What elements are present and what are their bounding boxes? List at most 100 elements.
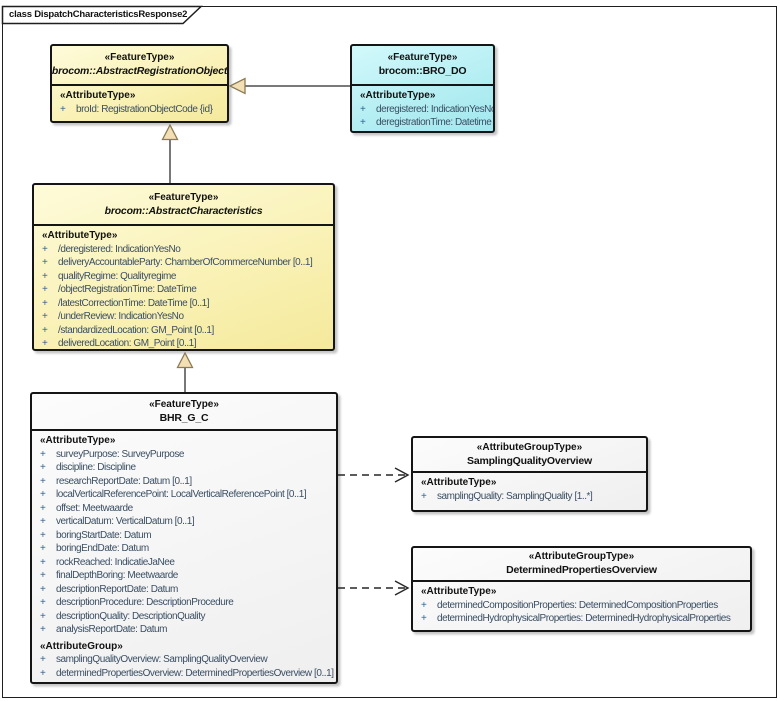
visibility-marker: + <box>40 516 46 527</box>
section-stereotype-label: «AttributeType» <box>42 230 118 241</box>
attribute-row: +descriptionProcedure: DescriptionProced… <box>38 596 332 610</box>
attribute-text: deliveredLocation: GM_Point [0..1] <box>58 338 197 349</box>
attribute-text: surveyPurpose: SurveyPurpose <box>56 448 185 460</box>
class-attributes: «AttributeType» + /deregistered: Indicatio… <box>34 226 333 349</box>
attribute-row: + researchReportDate: Datum [0..1] <box>38 475 332 489</box>
visibility-marker: + <box>42 338 48 349</box>
class-header: «FeatureType» brocom::BRO_DO <box>352 46 493 86</box>
class-bro-do[interactable]: «FeatureType» brocom::BRO_DO «AttributeT… <box>350 44 495 133</box>
visibility-marker: + <box>40 610 46 622</box>
attribute-row: + offset: Meetwaarde <box>38 502 332 516</box>
attribute-text: descriptionReportDate: Datum <box>56 583 178 595</box>
class-attributes: «AttributeType» + deregistered: Indication… <box>352 86 493 131</box>
visibility-marker: + <box>421 490 427 502</box>
visibility-marker: + <box>421 613 427 624</box>
attribute-text: verticalDatum: VerticalDatum [0..1] <box>56 516 195 527</box>
attribute-row: + boringEndDate: Datum <box>38 542 332 556</box>
section-stereotype-label: «AttributeType» <box>60 90 136 101</box>
attribute-text: finalDepthBoring: Meetwaarde <box>56 570 178 581</box>
attribute-row: + boringStartDate: Datum <box>38 529 332 543</box>
dependency-arrow-bhr-to-sqo <box>338 467 410 483</box>
section-stereotype-label: «AttributeType» <box>421 477 497 488</box>
visibility-marker: + <box>42 311 48 322</box>
attribute-text: researchReportDate: Datum [0..1] <box>56 475 192 487</box>
class-attributes: «AttributeType» + surveyPurpose: SurveyPur… <box>32 431 336 682</box>
generalization-arrow-brodo-to-aro <box>228 77 350 95</box>
attribute-row: + samplingQualityOverview: SamplingQualit… <box>38 653 332 667</box>
class-name: SamplingQualityOverview <box>467 454 592 467</box>
visibility-marker: + <box>40 475 46 487</box>
class-name: BHR_G_C <box>159 411 209 424</box>
visibility-marker: + <box>40 543 46 554</box>
attribute-row: +analysisReportDate: Datum <box>38 623 332 637</box>
visibility-marker: + <box>40 583 46 595</box>
stereotype-label: «FeatureType» <box>149 398 219 410</box>
class-header: «AttributeGroupType» SamplingQualityOver… <box>413 438 646 473</box>
class-determined-properties-overview[interactable]: «AttributeGroupType» DeterminedPropertie… <box>411 546 752 632</box>
attribute-text: descriptionQuality: DescriptionQuality <box>56 610 206 622</box>
visibility-marker: + <box>40 502 46 514</box>
class-name: brocom::BRO_DO <box>378 65 467 77</box>
visibility-marker: + <box>40 529 46 541</box>
attribute-row: + descriptionReportDate: Datum <box>38 583 332 597</box>
attribute-row: +localVerticalReferencePoint: LocalVerti… <box>38 488 332 502</box>
attribute-text: analysisReportDate: Datum <box>56 624 168 635</box>
attribute-row: +broId: RegistrationObjectCode {id} <box>58 103 223 117</box>
attribute-row: + /standardizedLocation: GM_Point [0..1] <box>40 324 329 338</box>
attribute-row: +samplingQuality: SamplingQuality [1..*] <box>419 490 642 504</box>
attribute-text: descriptionProcedure: DescriptionProcedu… <box>56 597 234 608</box>
visibility-marker: + <box>42 324 48 336</box>
attribute-text: offset: Meetwaarde <box>56 502 133 514</box>
stereotype-label: «FeatureType» <box>148 191 219 203</box>
attribute-text: rockReached: IndicatieJaNee <box>56 556 175 568</box>
class-attributes: «AttributeType»+determinedCompositionPro… <box>413 582 750 630</box>
visibility-marker: + <box>40 448 46 460</box>
attribute-row: +/underReview: IndicationYesNo <box>40 310 329 324</box>
attribute-row: +determinedHydrophysicalProperties: Dete… <box>419 612 746 626</box>
attribute-row: + deregistered: IndicationYesNo <box>358 103 493 117</box>
class-abstract-characteristics[interactable]: «FeatureType» brocom::AbstractCharacteri… <box>32 183 335 351</box>
visibility-marker: + <box>42 257 48 268</box>
section-stereotype-label: «AttributeType» <box>40 435 116 446</box>
visibility-marker: + <box>40 654 46 665</box>
attribute-text: /deregistered: IndicationYesNo <box>58 243 181 255</box>
attribute-text: boringStartDate: Datum <box>56 529 152 541</box>
diagram-title: class DispatchCharacteristicsResponse2 <box>9 9 188 20</box>
section-stereotype-label: «AttributeType» <box>360 90 436 101</box>
stereotype-label: «AttributeGroupType» <box>528 551 635 562</box>
attribute-text: localVerticalReferencePoint: LocalVertic… <box>56 489 307 500</box>
class-attributes: «AttributeType» +samplingQuality: Samplin… <box>413 473 646 510</box>
attribute-row: + rockReached: IndicatieJaNee <box>38 556 332 570</box>
attribute-text: /objectRegistrationTime: DateTime <box>58 284 197 295</box>
attribute-text: deliveryAccountableParty: ChamberOfComme… <box>58 257 313 268</box>
attribute-text: qualityRegime: Qualityregime <box>58 270 177 282</box>
visibility-marker: + <box>40 462 46 473</box>
attribute-text: /standardizedLocation: GM_Point [0..1] <box>58 324 214 336</box>
attribute-text: samplingQualityOverview: SamplingQuality… <box>56 654 268 665</box>
stereotype-label: «FeatureType» <box>387 52 458 63</box>
class-sampling-quality-overview[interactable]: «AttributeGroupType» SamplingQualityOver… <box>411 436 648 512</box>
attribute-row: +qualityRegime: Qualityregime <box>40 270 329 284</box>
attribute-row: + deregistrationTime: Datetime <box>358 116 492 130</box>
class-abstract-registration-object[interactable]: «FeatureType» brocom::AbstractRegistrati… <box>50 44 229 123</box>
class-bhr-g-c[interactable]: «FeatureType» BHR_G_C «AttributeType» + su… <box>30 392 338 684</box>
attribute-row: +determinedCompositionProperties: Determ… <box>419 599 746 613</box>
class-name: brocom::AbstractCharacteristics <box>104 204 263 217</box>
attribute-text: deregistrationTime: Datetime <box>376 117 492 128</box>
class-name: brocom::AbstractRegistrationObject <box>51 65 228 77</box>
attribute-row: + verticalDatum: VerticalDatum [0..1] <box>38 515 332 529</box>
visibility-marker: + <box>360 117 366 128</box>
visibility-marker: + <box>40 556 46 568</box>
class-attributes: «AttributeType» +broId: RegistrationObjec… <box>52 86 227 121</box>
generalization-arrow-bhr-to-ac <box>176 351 194 392</box>
attribute-text: discipline: Discipline <box>56 462 136 473</box>
attribute-row: + discipline: Discipline <box>38 461 332 475</box>
attribute-text: determinedPropertiesOverview: Determined… <box>56 667 334 679</box>
attribute-text: determinedCompositionProperties: Determi… <box>437 599 718 611</box>
attribute-row: + surveyPurpose: SurveyPurpose <box>38 448 332 462</box>
section-stereotype-label: «AttributeGroup» <box>40 640 123 652</box>
visibility-marker: + <box>40 667 46 679</box>
attribute-text: boringEndDate: Datum <box>56 543 149 554</box>
visibility-marker: + <box>360 103 366 115</box>
attribute-text: deregistered: IndicationYesNo <box>376 103 493 115</box>
